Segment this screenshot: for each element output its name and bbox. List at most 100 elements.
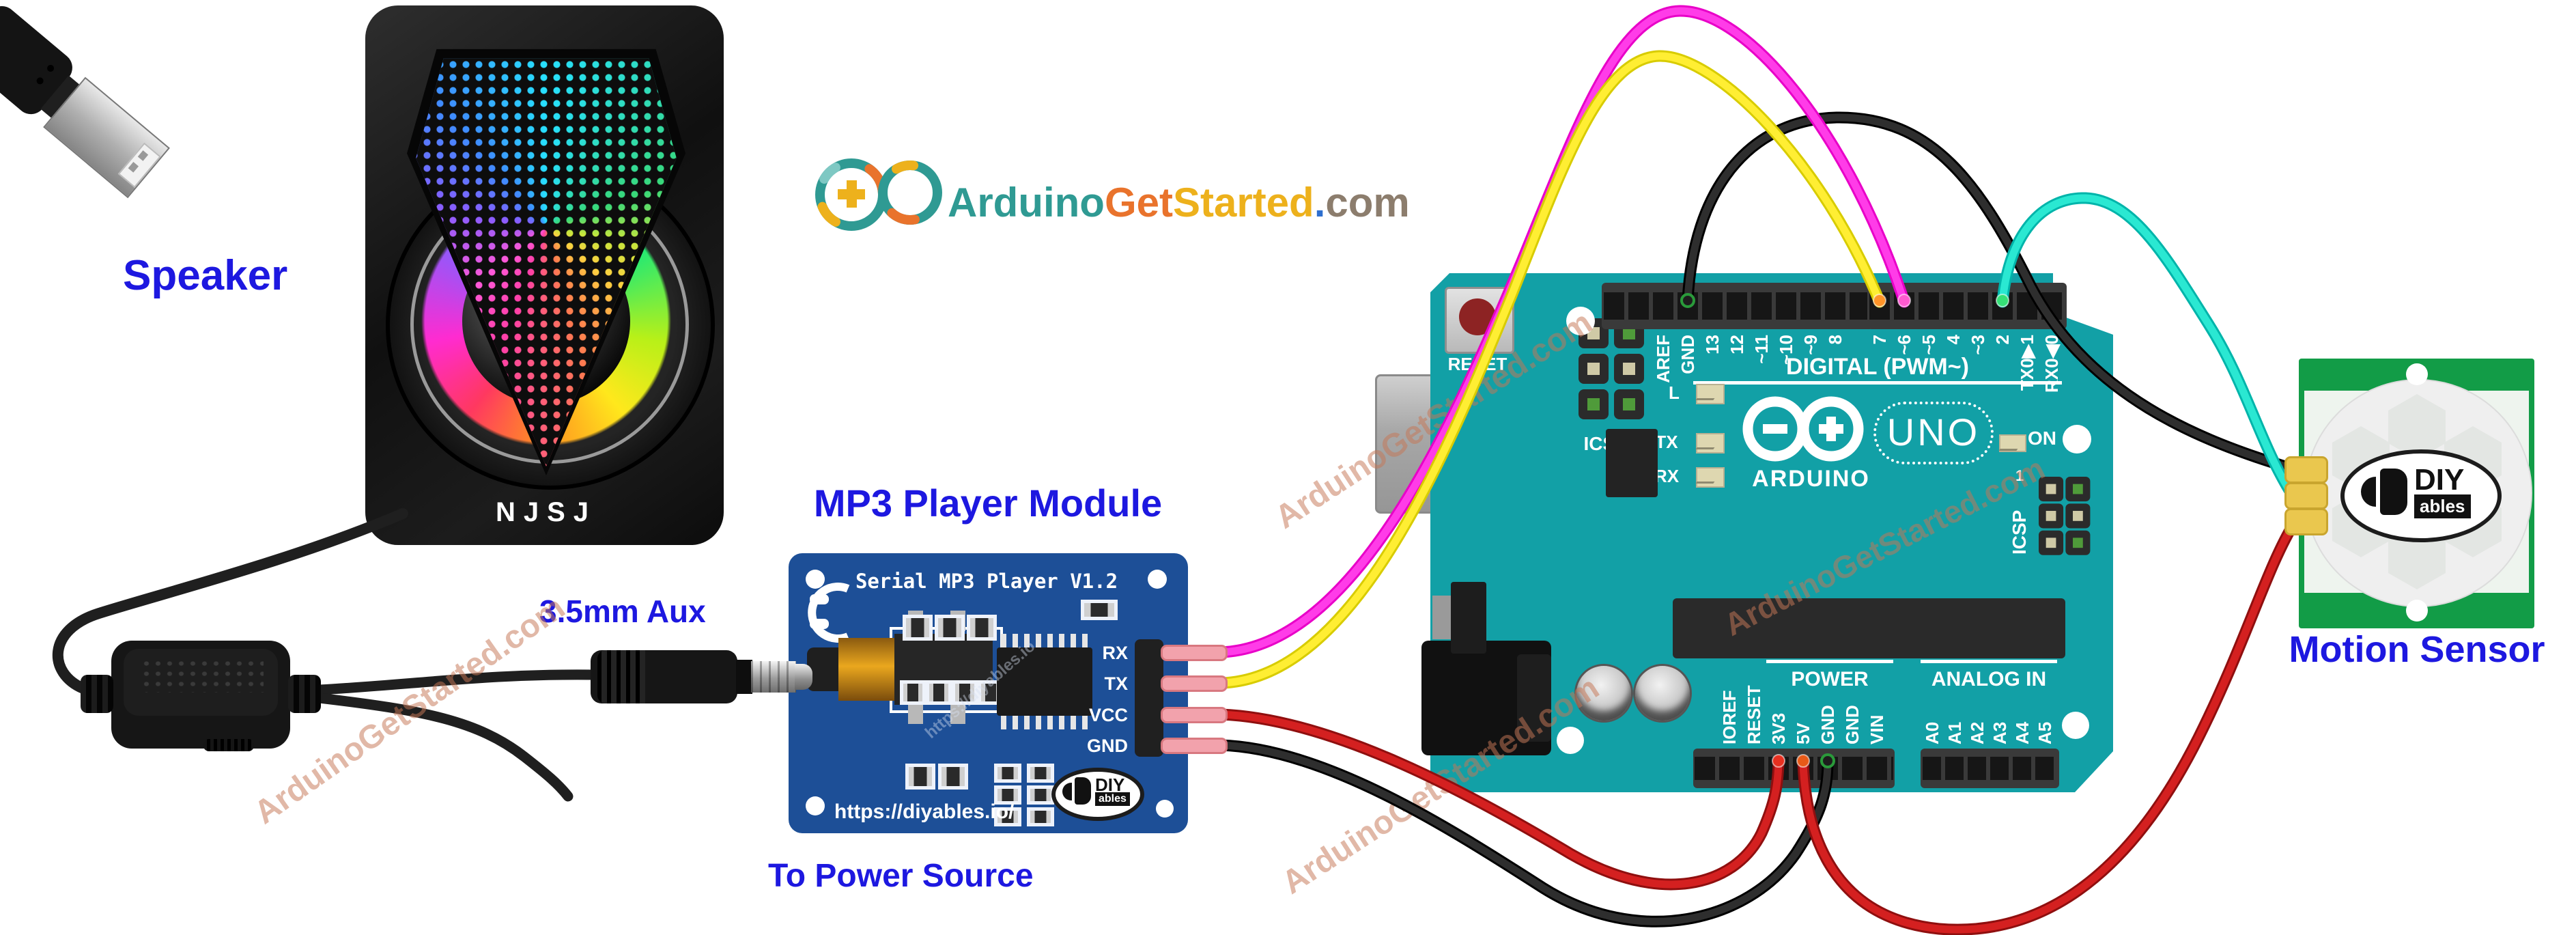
aux-cable	[314, 669, 599, 695]
aux-plug-tip	[795, 664, 812, 690]
diyables-ables: ables	[2414, 494, 2471, 518]
pin-label-12: 12	[1727, 335, 1747, 354]
mp3-pin-header	[1135, 639, 1163, 757]
smd-resistor	[935, 615, 965, 641]
power-caption-line	[1766, 660, 1893, 663]
motion-sensor-label: Motion Sensor	[2289, 629, 2545, 670]
smd-resistor	[900, 680, 926, 705]
jack-tip	[807, 647, 840, 691]
power-sockets	[1695, 757, 1893, 780]
pin-label-reset: RESET	[1744, 685, 1764, 744]
mp3-board-title: Serial MP3 Player V1.2	[855, 570, 1118, 593]
regulator-tab	[1432, 596, 1453, 639]
icsp-pin1-label: 1	[2015, 467, 2024, 484]
pin-label-3v3: 3V3	[1768, 712, 1789, 744]
led-l-label: L	[1669, 382, 1680, 403]
pin-label-a2: A2	[1967, 721, 1987, 744]
pin-label-7: 7	[1869, 335, 1890, 345]
pin-label-2: 2	[1992, 335, 2013, 345]
logo-started: Started	[1172, 180, 1314, 225]
mounting-hole	[806, 570, 825, 589]
aux-plug-metal	[751, 661, 796, 693]
mp3-pin-gnd: GND	[1087, 736, 1128, 756]
smd-resistor	[926, 680, 952, 705]
volume-control-grill	[141, 658, 264, 693]
mp3-url: https://diyables.io/	[834, 800, 1015, 823]
pin-label-13: 13	[1702, 335, 1723, 354]
led-on	[1999, 434, 2026, 452]
pin-label-4: 4	[1943, 335, 1964, 345]
pin-label-3: ~3	[1968, 335, 1988, 355]
pin-label-a4: A4	[2012, 721, 2033, 744]
analog-caption: ANALOG IN	[1931, 668, 2047, 690]
mounting-hole	[2406, 600, 2428, 622]
mp3-wire-sleeve	[1161, 707, 1228, 723]
pin-label-8: 8	[1825, 335, 1845, 345]
pin-label-6: ~6	[1894, 335, 1914, 355]
mounting-hole	[806, 796, 825, 815]
voltage-regulator	[1451, 582, 1486, 654]
uno-badge: UNO	[1873, 402, 1994, 464]
diyables-ables: ables	[1095, 792, 1130, 806]
small-ic	[1606, 429, 1658, 497]
atmega-ic	[1673, 598, 2065, 658]
smd-resistor	[1081, 600, 1118, 620]
mounting-hole	[1557, 727, 1584, 754]
reset-button-cap[interactable]	[1459, 298, 1496, 335]
smd-resistor	[1027, 785, 1054, 805]
smd-resistor	[994, 764, 1021, 783]
mp3-module-label: MP3 Player Module	[813, 482, 1163, 525]
led-l	[1696, 384, 1725, 404]
pin-label-5v: 5V	[1793, 723, 1813, 744]
logo-get: Get	[1104, 180, 1173, 225]
icsp-label: ICSP	[2009, 510, 2030, 555]
mp3-wire-sleeve	[1161, 645, 1228, 661]
pin-label-ioref: IOREF	[1719, 690, 1740, 744]
ic-legs-top	[1001, 634, 1090, 649]
smd-resistor	[1027, 807, 1054, 826]
mp3-wire-sleeve	[1161, 738, 1228, 754]
power-jack-barrel	[1517, 654, 1551, 742]
pin-label-a5: A5	[2035, 721, 2055, 744]
analog-sockets	[1923, 757, 2057, 780]
led-tx	[1696, 433, 1725, 453]
speaker-label: Speaker	[123, 252, 288, 299]
reset-label: RESET	[1447, 354, 1508, 374]
aux-plug-ribs	[597, 650, 645, 703]
jack-barrel	[838, 638, 896, 701]
smd-resistor	[967, 615, 997, 641]
capacitor	[1574, 664, 1633, 723]
pin-label-gnd1: GND	[1817, 705, 1838, 744]
pin-label-a1: A1	[1944, 721, 1965, 744]
logo-text: ArduinoGetStarted.com	[948, 179, 1410, 226]
pin-label-9: ~9	[1800, 335, 1821, 355]
icsp2-header	[1579, 318, 1644, 419]
mp3-pin-rx: RX	[1102, 643, 1128, 663]
diyables-diy: DIY	[1095, 774, 1125, 795]
smd-resistor	[903, 615, 933, 641]
mp3-pin-vcc: VCC	[1088, 705, 1128, 725]
aux-plug-neck	[736, 660, 752, 694]
smd-resistor	[905, 764, 935, 790]
mp3-ic-chip	[997, 647, 1092, 716]
aux-label: 3.5mm Aux	[539, 594, 706, 629]
smd-resistor	[994, 785, 1021, 805]
diyables-diy: DIY	[2414, 463, 2465, 497]
mounting-hole	[1566, 307, 1595, 335]
capacitor	[1633, 664, 1692, 723]
dome-hex	[2388, 394, 2446, 460]
led-on-label: ON	[2028, 428, 2056, 449]
pin-label-a0: A0	[1922, 721, 1942, 744]
sensor-wire-sleeve-gnd	[2284, 456, 2328, 484]
mounting-hole	[1148, 570, 1167, 589]
digital-sockets	[1869, 292, 2065, 320]
arduino-brand: ARDUINO	[1752, 466, 1870, 492]
diyables-glyph	[1075, 777, 1091, 805]
analog-caption-line	[1921, 660, 2057, 663]
smd-resistor	[1027, 764, 1054, 783]
volume-wheel	[203, 739, 254, 751]
usb-cable	[314, 693, 574, 802]
pin-label-gnd: GND	[1678, 335, 1698, 374]
pin-label-vin: VIN	[1867, 714, 1887, 744]
